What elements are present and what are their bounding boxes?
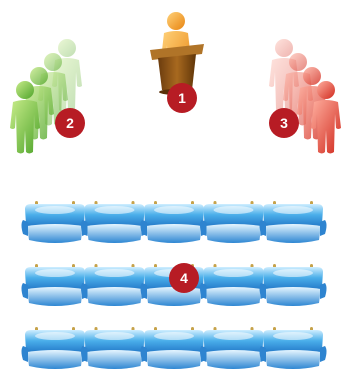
badge-1-label: 1 [178,90,186,106]
badge-2: 2 [55,108,85,138]
seat-icon [21,201,89,243]
badge-4: 4 [169,263,199,293]
seat-icon [200,201,267,243]
seat-icon [21,264,89,306]
seat-icon [81,201,148,243]
badge-3: 3 [269,108,299,138]
badge-4-label: 4 [180,270,188,286]
seat-icon [140,201,208,243]
seat-icon [200,264,267,306]
badge-3-label: 3 [280,115,288,131]
seat-icon [259,264,327,306]
seat-icon [21,327,89,369]
badge-1: 1 [167,83,197,113]
seat-icon [81,264,148,306]
podium-icon [150,44,204,95]
seat-icon [259,327,327,369]
speaker-figure [150,12,204,95]
seat-icon [200,327,267,369]
badge-2-label: 2 [66,115,74,131]
seat-icon [259,201,327,243]
seat-icon [140,327,208,369]
seat-icon [81,327,148,369]
